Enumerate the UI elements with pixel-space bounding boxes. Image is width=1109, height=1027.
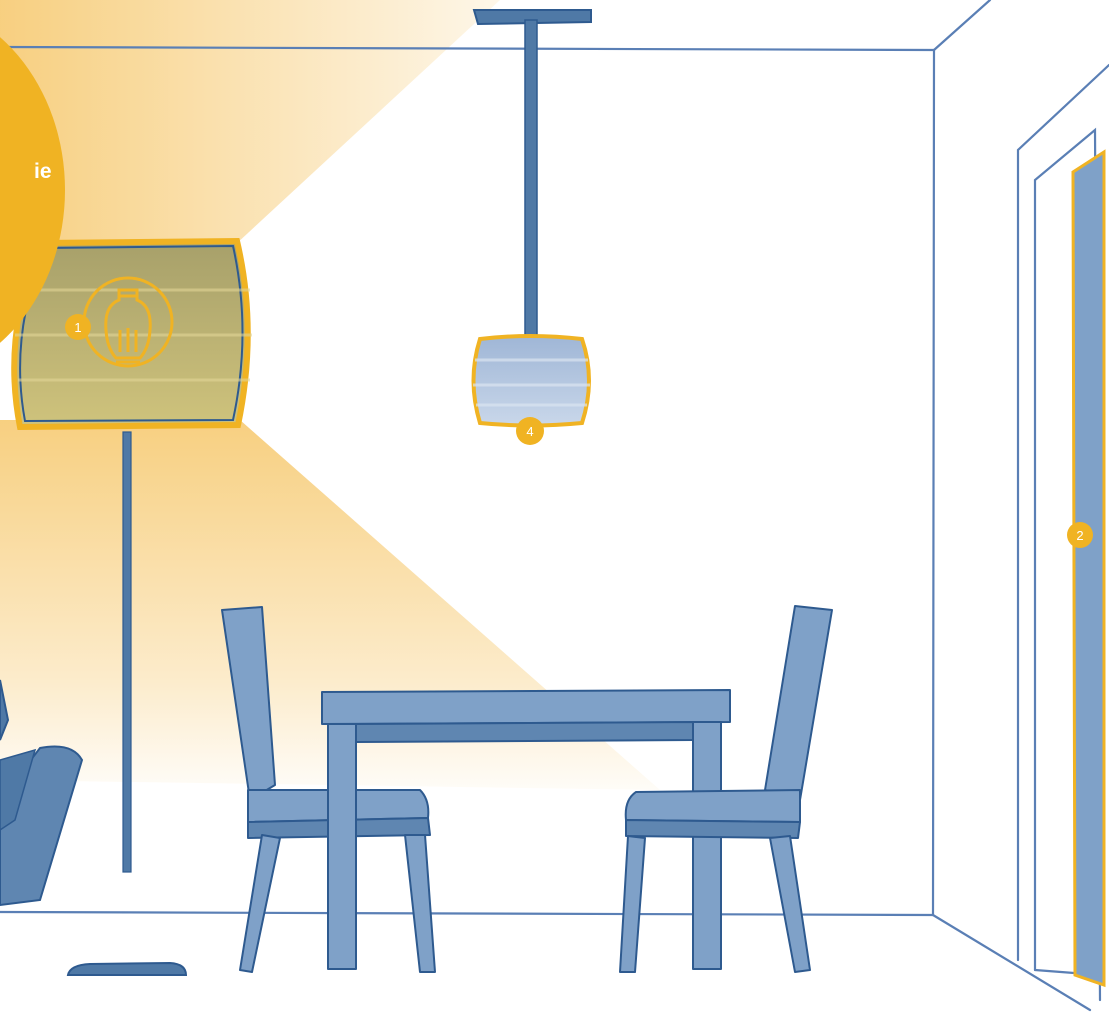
chair-left-leg-back bbox=[405, 835, 435, 972]
chair-right-backrest bbox=[765, 606, 832, 800]
marker-2[interactable]: 2 bbox=[1067, 522, 1093, 548]
chair-right-seat bbox=[626, 790, 800, 822]
marker-4[interactable]: 4 bbox=[516, 417, 544, 445]
floor-right-diagonal bbox=[933, 915, 1090, 1010]
floor-lamp-base bbox=[68, 963, 186, 975]
pendant-shade bbox=[474, 336, 590, 426]
pendant-rod bbox=[525, 20, 537, 340]
door bbox=[1073, 152, 1104, 985]
chair-left-leg-front bbox=[240, 835, 280, 972]
table-leg-right bbox=[693, 722, 721, 969]
table-top bbox=[322, 690, 730, 724]
light-beam-upper bbox=[0, 0, 500, 245]
pendant-lamp bbox=[473, 10, 591, 426]
svg-text:2: 2 bbox=[1076, 528, 1083, 543]
table-leg-left bbox=[328, 724, 356, 969]
ceiling-right-diagonal bbox=[934, 0, 990, 50]
svg-text:1: 1 bbox=[74, 320, 81, 335]
info-bubble-text: ie bbox=[34, 160, 52, 183]
marker-1[interactable]: 1 bbox=[65, 314, 91, 340]
door-panel bbox=[1073, 152, 1104, 985]
floor-lamp-pole bbox=[123, 432, 131, 872]
wall-corner-vertical bbox=[933, 50, 934, 915]
chair-right-leg-back bbox=[770, 836, 810, 972]
svg-text:4: 4 bbox=[526, 424, 533, 439]
chair-right-leg-front bbox=[620, 836, 645, 972]
